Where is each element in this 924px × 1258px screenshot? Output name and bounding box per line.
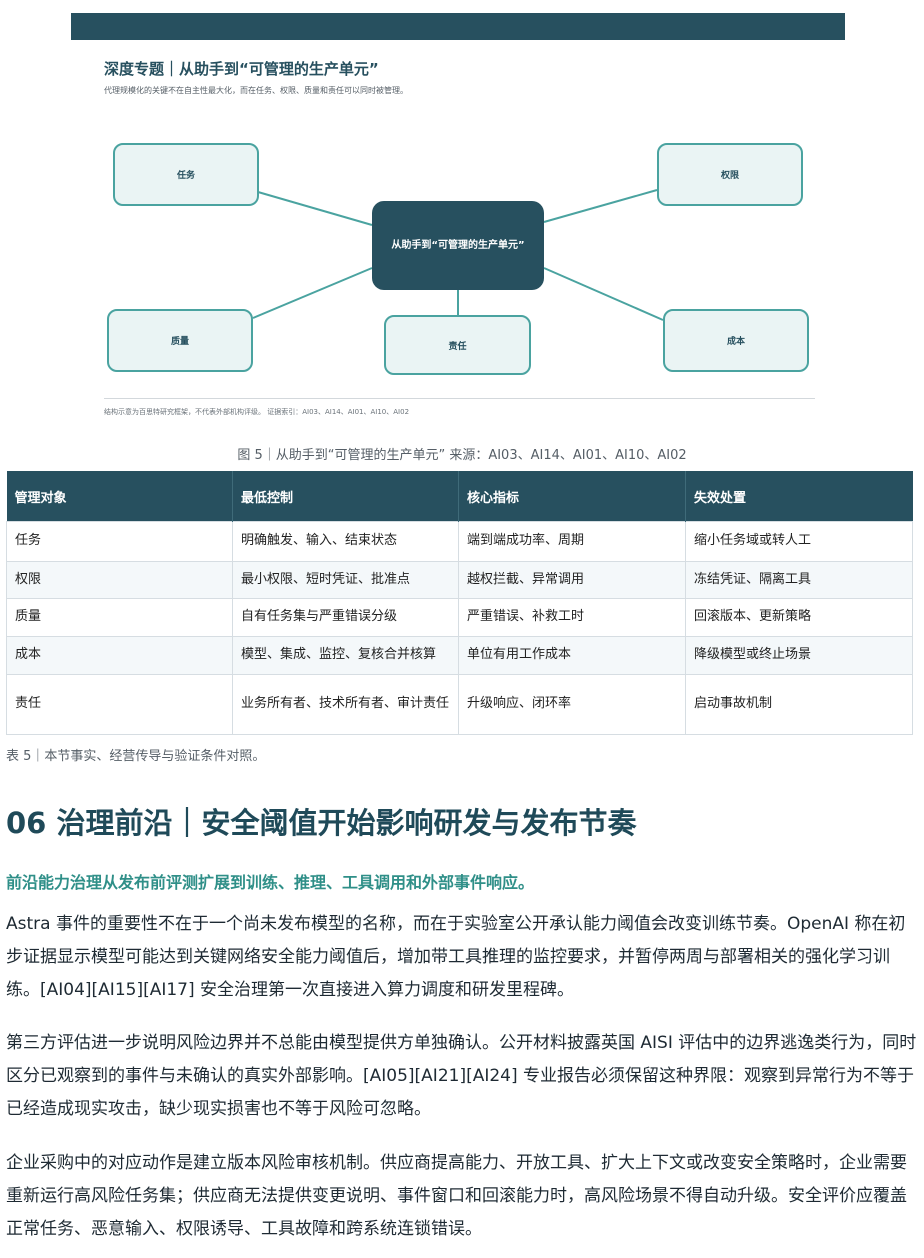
node-task: 任务 (113, 143, 259, 206)
figure-subtitle: 代理规模化的关键不在自主性最大化，而在任务、权限、质量和责任可以同时被管理。 (104, 86, 408, 95)
table-cell: 模型、集成、监控、复核合并核算 (232, 636, 459, 675)
connector-quality (252, 267, 373, 319)
table-header-cell: 管理对象 (6, 471, 233, 522)
table-cell: 质量 (6, 598, 233, 637)
body-paragraph: 第三方评估进一步说明风险边界并不总能由模型提供方单独确认。公开材料披露英国 AI… (6, 1033, 917, 1119)
node-responsibility: 责任 (384, 315, 531, 375)
table-cell: 单位有用工作成本 (458, 636, 686, 675)
table-cell: 越权拦截、异常调用 (458, 561, 686, 599)
section-heading: 06 治理前沿｜安全阈值开始影响研发与发布节奏 (6, 806, 637, 840)
body-paragraph: Astra 事件的重要性不在于一个尚未发布模型的名称，而在于实验室公开承认能力阈… (6, 914, 906, 1000)
node-center-label: 从助手到“可管理的生产单元” (391, 239, 525, 251)
diagram-connectors (252, 189, 664, 321)
body-paragraph: 企业采购中的对应动作是建立版本风险审核机制。供应商提高能力、开放工具、扩大上下文… (6, 1153, 907, 1239)
table-cell: 冻结凭证、隔离工具 (685, 561, 913, 599)
table-cell: 任务 (6, 521, 233, 562)
node-responsibility-label: 责任 (448, 341, 467, 352)
governance-table: 管理对象 最低控制 核心指标 失效处置 任务 明确触发、输入、结束状态 端到端成… (6, 471, 913, 735)
table-cell: 明确触发、输入、结束状态 (232, 521, 459, 562)
table-row: 成本 模型、集成、监控、复核合并核算 单位有用工作成本 降级模型或终止场景 (6, 636, 913, 675)
node-permission: 权限 (657, 143, 803, 206)
table-cell: 启动事故机制 (685, 674, 913, 735)
node-quality: 质量 (107, 309, 253, 372)
node-cost-label: 成本 (726, 337, 745, 347)
header-banner (71, 13, 845, 40)
table-header-cell: 核心指标 (458, 471, 686, 522)
figure-divider (104, 398, 815, 399)
table-header-cell: 失效处置 (685, 471, 913, 522)
table-header-cell: 最低控制 (232, 471, 459, 522)
table-cell: 最小权限、短时凭证、批准点 (232, 561, 459, 599)
table-cell: 责任 (6, 674, 233, 735)
table-cell: 降级模型或终止场景 (685, 636, 913, 675)
table-cell: 严重错误、补救工时 (458, 598, 686, 637)
table-row: 质量 自有任务集与严重错误分级 严重错误、补救工时 回滚版本、更新策略 (6, 598, 913, 637)
table-note: 表 5｜本节事实、经营传导与验证条件对照。 (6, 749, 266, 764)
table-cell: 升级响应、闭环率 (458, 674, 686, 735)
table-cell: 权限 (6, 561, 233, 599)
table-row: 责任 业务所有者、技术所有者、审计责任 升级响应、闭环率 启动事故机制 (6, 674, 913, 735)
table-row: 权限 最小权限、短时凭证、批准点 越权拦截、异常调用 冻结凭证、隔离工具 (6, 561, 913, 599)
table-cell: 自有任务集与严重错误分级 (232, 598, 459, 637)
node-cost: 成本 (663, 309, 809, 372)
table-cell: 回滚版本、更新策略 (685, 598, 913, 637)
figure-title: 深度专题｜从助手到“可管理的生产单元” (104, 60, 379, 78)
figure-note: 结构示意为百思特研究框架，不代表外部机构评级。 证据索引：AI03、AI14、A… (104, 408, 410, 416)
node-quality-label: 质量 (170, 337, 189, 347)
table-header-row: 管理对象 最低控制 核心指标 失效处置 (6, 471, 913, 522)
node-center: 从助手到“可管理的生产单元” (372, 201, 544, 290)
table-cell: 成本 (6, 636, 233, 675)
node-permission-label: 权限 (720, 171, 739, 181)
table-cell: 业务所有者、技术所有者、审计责任 (232, 674, 459, 735)
table-cell: 端到端成功率、周期 (458, 521, 686, 562)
connector-cost (543, 267, 664, 321)
node-task-label: 任务 (176, 171, 195, 181)
table-cell: 缩小任务域或转人工 (685, 521, 913, 562)
connector-task (257, 191, 373, 226)
connector-permission (543, 189, 658, 223)
figure-caption: 图 5｜从助手到“可管理的生产单元” 来源：AI03、AI14、AI01、AI1… (237, 448, 687, 463)
section-lead: 前沿能力治理从发布前评测扩展到训练、推理、工具调用和外部事件响应。 (6, 873, 535, 892)
table-row: 任务 明确触发、输入、结束状态 端到端成功率、周期 缩小任务域或转人工 (6, 521, 913, 562)
